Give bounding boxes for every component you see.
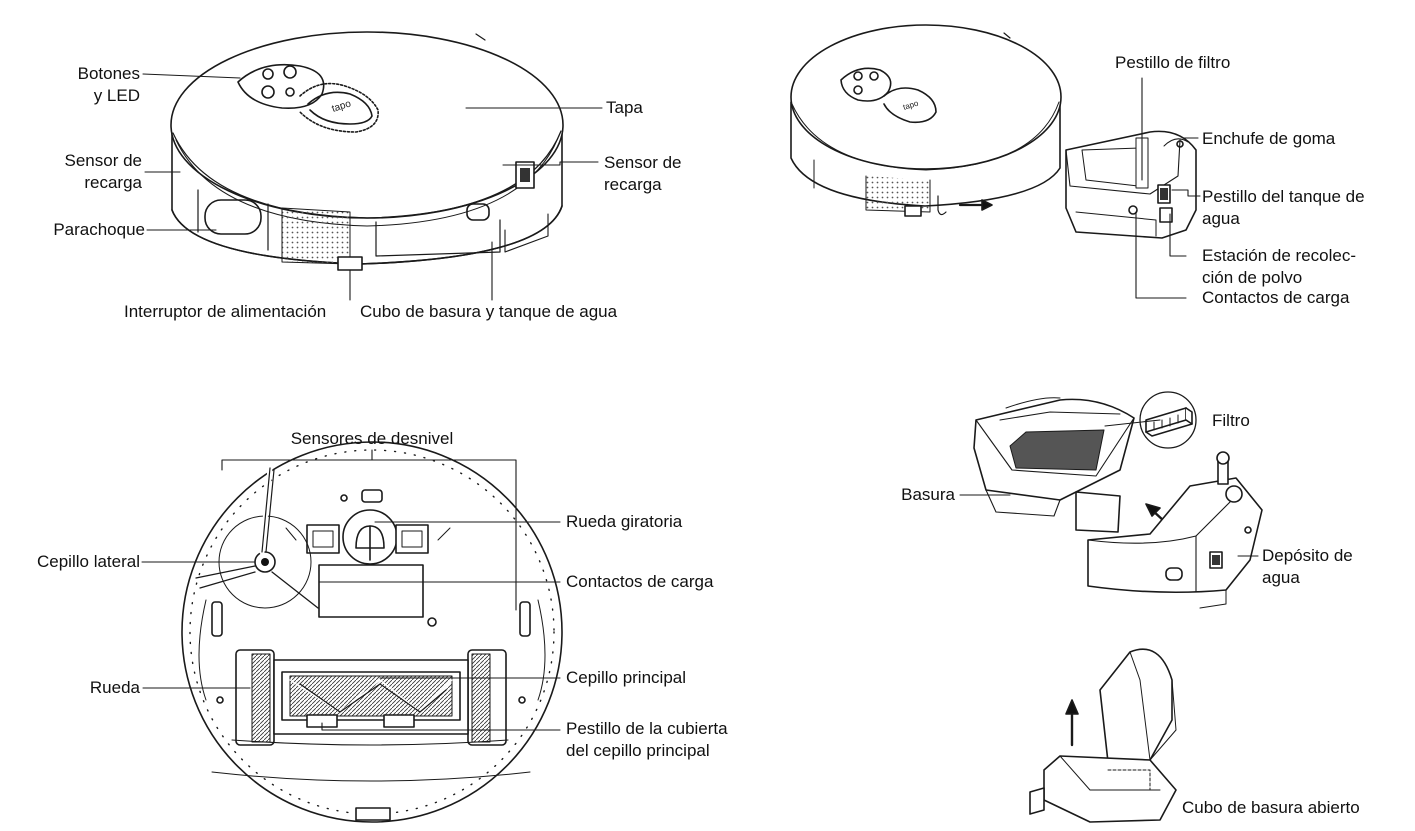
bumper-icon <box>204 199 262 235</box>
robot-detach-view: tapo <box>790 24 1062 217</box>
label-bumper: Parachoque <box>53 220 145 239</box>
label-brush-cover-latch: Pestillo de la cubierta del cepillo prin… <box>566 719 728 760</box>
label-main-brush: Cepillo principal <box>566 668 687 687</box>
side-brush-icon <box>195 465 319 609</box>
label-bin-and-tank: Cubo de basura y tanque de agua <box>360 302 618 321</box>
open-bin-icon <box>1029 648 1177 823</box>
arrow-right-icon <box>958 199 993 211</box>
label-charge-contacts-top: Contactos de carga <box>1202 288 1350 307</box>
label-open-bin: Cubo de basura abierto <box>1182 798 1360 817</box>
label-cliff-sensors: Sensores de desnivel <box>290 429 454 448</box>
label-charge-sensor-right: Sensor de recarga <box>604 153 682 194</box>
label-lid: Tapa <box>606 98 643 117</box>
filter-icon <box>1139 391 1197 449</box>
arrow-up-icon <box>1065 699 1079 747</box>
label-wheel: Rueda <box>89 678 140 697</box>
leaders-bottom-left <box>141 521 561 731</box>
label-water-tank: Depósito de agua <box>1262 546 1353 587</box>
bin-tank-unit <box>1065 130 1197 239</box>
power-switch-icon <box>337 256 363 271</box>
label-tank-latch: Pestillo del tanque de agua <box>1202 187 1365 228</box>
robot-top-view: tapo <box>170 31 564 271</box>
label-buttons-led: Botones y LED <box>77 64 140 105</box>
label-swivel-wheel: Rueda giratoria <box>566 512 683 531</box>
leaders-top-left <box>142 73 603 301</box>
robot-underside <box>181 441 563 823</box>
charge-sensor-icon <box>466 203 490 221</box>
label-dust-bin: Basura <box>901 485 955 504</box>
leaders-bottom-right <box>959 419 1259 557</box>
label-dust-station: Estación de recolec- ción de polvo <box>1202 246 1357 287</box>
wheel-right-icon <box>467 649 507 746</box>
label-filter-latch: Pestillo de filtro <box>1115 53 1231 72</box>
dust-bin-unit <box>973 397 1135 533</box>
label-power-switch: Interruptor de alimentación <box>124 302 327 321</box>
main-brush-icon <box>273 659 469 735</box>
leaders-top-right <box>1135 77 1201 299</box>
label-rubber-plug: Enchufe de goma <box>1202 129 1336 148</box>
label-charge-contacts-bottom: Contactos de carga <box>566 572 714 591</box>
label-charge-sensor-left: Sensor de recarga <box>64 151 143 192</box>
label-side-brush: Cepillo lateral <box>37 552 140 571</box>
water-tank-unit <box>1087 451 1263 609</box>
wheel-left-icon <box>235 649 275 746</box>
label-filter: Filtro <box>1212 411 1250 430</box>
